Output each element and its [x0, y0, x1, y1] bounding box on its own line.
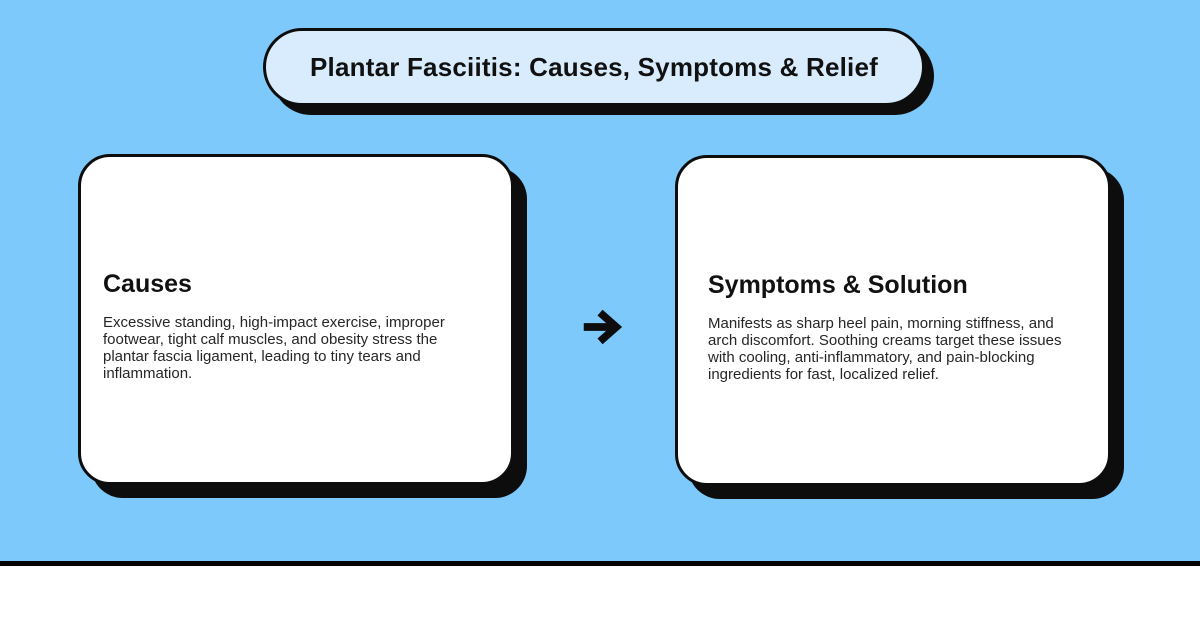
- causes-card-heading: Causes: [103, 270, 192, 299]
- footer-strip: [0, 566, 1200, 630]
- title-banner: Plantar Fasciitis: Causes, Symptoms & Re…: [263, 28, 925, 106]
- causes-card-body: Excessive standing, high-impact exercise…: [103, 314, 445, 382]
- causes-card: Causes Excessive standing, high-impact e…: [78, 154, 514, 485]
- symptoms-solution-card-heading: Symptoms & Solution: [708, 271, 968, 300]
- symptoms-solution-card-body: Manifests as sharp heel pain, morning st…: [708, 315, 1062, 383]
- symptoms-solution-card: Symptoms & Solution Manifests as sharp h…: [675, 155, 1111, 486]
- page-title: Plantar Fasciitis: Causes, Symptoms & Re…: [310, 51, 878, 82]
- arrow-right-icon: [578, 304, 624, 350]
- bottom-divider-line: [0, 561, 1200, 566]
